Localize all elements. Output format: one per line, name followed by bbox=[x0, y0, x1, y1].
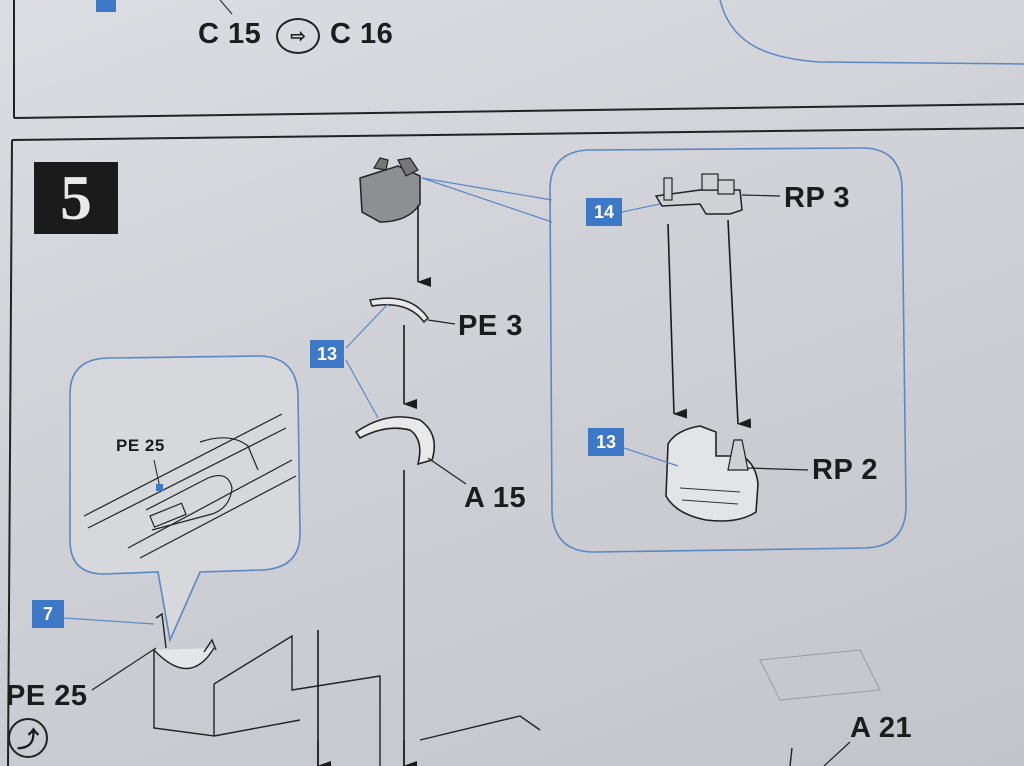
step-number: 5 bbox=[34, 162, 118, 234]
part-label-a21: A 21 bbox=[850, 712, 913, 744]
rp3-part bbox=[654, 173, 743, 215]
pe25-assembly bbox=[153, 612, 541, 766]
part-label-rp3: RP 3 bbox=[784, 182, 850, 214]
part-label-rp2: RP 2 bbox=[812, 454, 878, 486]
prev-step-badge bbox=[96, 0, 116, 12]
badge-14: 14 bbox=[586, 198, 622, 226]
part-label-pe3: PE 3 bbox=[458, 310, 523, 342]
swap-arrow-icon: ⇨ bbox=[276, 18, 320, 54]
turret-part-assembled bbox=[359, 157, 421, 223]
pe3-part bbox=[369, 297, 429, 324]
step-frame bbox=[7, 127, 1024, 766]
inset-label-pe25: PE 25 bbox=[116, 436, 165, 455]
inset-drawing bbox=[83, 413, 297, 559]
badge-7: 7 bbox=[32, 600, 64, 628]
prev-step-frame bbox=[13, 0, 1024, 119]
a15-part bbox=[354, 416, 436, 466]
rp2-part bbox=[665, 425, 759, 522]
badge-13-main: 13 bbox=[310, 340, 344, 368]
badge-13-detail: 13 bbox=[588, 428, 624, 456]
part-label-a15: A 15 bbox=[464, 482, 527, 514]
part-label-pe25: PE 25 bbox=[6, 680, 88, 712]
part-label-c16: C 16 bbox=[330, 18, 394, 50]
detail-callout-left bbox=[69, 355, 301, 643]
turn-arrow-icon: ⤴ bbox=[8, 718, 48, 758]
detail-callout-right bbox=[549, 147, 907, 553]
part-label-c15: C 15 bbox=[198, 18, 262, 50]
